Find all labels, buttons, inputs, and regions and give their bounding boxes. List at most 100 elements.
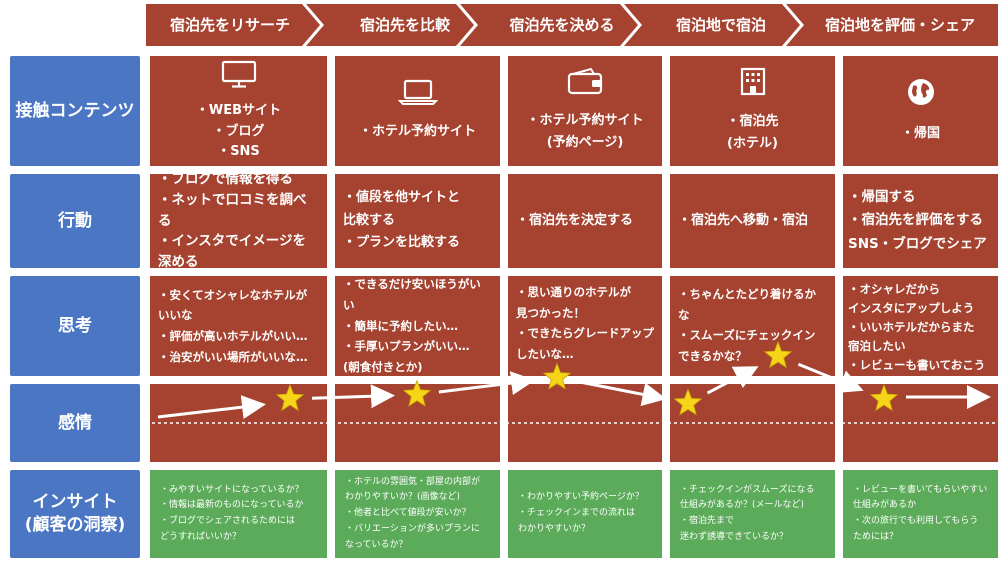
phase-chevron-3: [460, 4, 638, 46]
phase-label-1: 宿泊先をリサーチ: [169, 16, 290, 34]
insight-cell-5: ・レビューを書いてもらいやすい 仕組みがあるか ・次の旅行でも利用してもらう た…: [843, 470, 998, 558]
thinking-line: 宿泊したい: [848, 338, 906, 353]
thinking-line: ・評価が高いホテルがいい…: [158, 329, 308, 343]
insight-line: ・チェックインまでの流れは: [518, 508, 636, 519]
row-header-insight: インサイト (顧客の洞察): [10, 470, 140, 558]
insight-line: わかりやすいか？: [518, 523, 591, 534]
action-cell-5: ・帰国する ・宿泊先を評価をする SNS・ブログでシェア: [843, 174, 998, 268]
action-cell-3: ・宿泊先を決定する: [508, 174, 662, 268]
contact-line: ・ブログ: [212, 123, 265, 139]
action-cell-4: ・宿泊先へ移動・宿泊: [670, 174, 835, 268]
phase-label-4: 宿泊地で宿泊: [675, 16, 766, 34]
contact-line: ・ホテル予約サイト: [526, 112, 644, 128]
emotion-cell-5: [843, 384, 998, 462]
insight-line: ・みやすいサイトになっているか？: [160, 484, 304, 495]
thinking-line: インスタにアップしよう: [848, 300, 975, 315]
insight-line: ・次の旅行でも利用してもらう: [853, 516, 979, 526]
contact-line: (予約ページ): [546, 135, 624, 151]
insight-line: 迷わず誘導できているか？: [680, 531, 789, 542]
row-header-action: 行動: [10, 174, 140, 268]
phase-label-2: 宿泊先を比較: [359, 16, 450, 34]
action-line: ・ネットで口コミを調べる: [158, 191, 307, 229]
phase-chevron-2: [306, 4, 474, 46]
row-header-emotion-label: 感情: [58, 412, 92, 433]
row-header-insight-sublabel: (顧客の洞察): [24, 515, 126, 535]
insight-cell-1: ・みやすいサイトになっているか？ ・情報は最新のものになっているか ・ブログでシ…: [150, 470, 327, 558]
thinking-line: ・治安がいい場所がいいな…: [158, 349, 308, 364]
contact-line: ・帰国: [900, 126, 940, 141]
action-line: ・帰国する: [848, 188, 916, 205]
thinking-line: ・できたらグレードアップ: [516, 326, 654, 341]
contact-line: ・SNS: [217, 143, 260, 159]
action-line: 深める: [158, 254, 199, 271]
row-header-emotion: 感情: [10, 384, 140, 462]
thinking-line: ・スムーズにチェックイン: [678, 328, 816, 343]
contact-cell-4: ・宿泊先 (ホテル): [670, 56, 835, 166]
thinking-cell-4: ・ちゃんとたどり着けるかな ・スムーズにチェックイン できるかな？: [670, 276, 835, 376]
thinking-line: ・いいホテルだからまた: [848, 319, 975, 334]
contact-cell-2: ・ホテル予約サイト: [335, 56, 500, 166]
insight-line: ・ホテルの雰囲気・部屋の内部が: [345, 476, 481, 487]
row-header-thinking-label: 思考: [58, 315, 92, 336]
monitor-icon: [221, 60, 257, 95]
emotion-cell-4: [670, 384, 835, 462]
thinking-cell-3: ・思い通りのホテルが 見つかった！ ・できたらグレードアップ したいな…: [508, 276, 662, 376]
insight-line: わかりやすいか？(画像など): [345, 492, 461, 503]
contact-cell-3: ・ホテル予約サイト (予約ページ): [508, 56, 662, 166]
thinking-line: ・簡単に予約したい…: [343, 318, 458, 333]
phase-chevron-5: [786, 4, 998, 46]
insight-line: ・チェックインがスムーズになる: [680, 484, 815, 495]
insight-line: 仕組みがあるか: [853, 500, 917, 511]
globe-icon: [905, 76, 937, 117]
insight-line: ・わかりやすい予約ページか？: [518, 492, 644, 503]
wallet-icon: [565, 67, 605, 104]
action-line: ・ブログで情報を得る: [158, 170, 293, 187]
contact-cell-5: ・帰国: [843, 56, 998, 166]
contact-line: ・宿泊先: [726, 113, 779, 129]
contact-line: ・WEBサイト: [195, 103, 282, 119]
action-line: 比較する: [343, 212, 396, 228]
action-line: SNS・ブログでシェア: [848, 235, 987, 252]
phase-label-5: 宿泊地を評価・シェア: [824, 16, 975, 34]
thinking-line: したいな…: [516, 347, 574, 362]
thinking-line: ・オシャレだから: [848, 282, 940, 296]
phase-chevron-4: [624, 4, 800, 46]
building-icon: [738, 66, 768, 105]
row-header-contact: 接触コンテンツ: [10, 56, 140, 166]
contact-line: ・ホテル予約サイト: [358, 124, 476, 139]
thinking-line: ・できるだけ安いほうがいい: [343, 277, 481, 312]
contact-cell-1: ・WEBサイト ・ブログ ・SNS: [150, 56, 327, 166]
thinking-cell-2: ・できるだけ安いほうがいい ・簡単に予約したい… ・手厚いプランがいい… (朝食…: [335, 276, 500, 376]
row-header-action-label: 行動: [58, 210, 92, 231]
insight-cell-3: ・わかりやすい予約ページか？ ・チェックインまでの流れは わかりやすいか？: [508, 470, 662, 558]
phase-label-3: 宿泊先を決める: [509, 16, 615, 34]
laptop-icon: [397, 78, 438, 115]
insight-line: ・バリエーションが多いプランに: [345, 523, 480, 534]
action-line: ・値段を他サイトと: [343, 189, 461, 205]
thinking-line: できるかな？: [678, 349, 747, 364]
row-header-contact-label: 接触コンテンツ: [15, 100, 135, 121]
insight-line: どうすればいいか？: [160, 531, 242, 542]
thinking-line: ・思い通りのホテルが: [516, 285, 631, 299]
phase-chevron-bar: [146, 4, 998, 46]
thinking-line: ・手厚いプランがいい…: [343, 339, 470, 354]
action-cell-2: ・値段を他サイトと 比較する ・プランを比較する: [335, 174, 500, 268]
thinking-line: (朝食付きとか): [343, 360, 423, 375]
contact-line: (ホテル): [727, 136, 778, 152]
action-line: ・プランを比較する: [343, 235, 461, 251]
insight-line: ・ブログでシェアされるためには: [160, 516, 296, 526]
insight-line: 仕組みがあるか？(メールなど): [680, 500, 805, 511]
action-line: ・インスタでイメージを: [158, 233, 306, 250]
insight-line: ためには？: [853, 531, 899, 542]
row-header-thinking: 思考: [10, 276, 140, 376]
thinking-line: 見つかった！: [516, 305, 585, 320]
insight-cell-4: ・チェックインがスムーズになる 仕組みがあるか？(メールなど) ・宿泊先まで 迷…: [670, 470, 835, 558]
insight-line: ・情報は最新のものになっているか: [160, 500, 304, 511]
thinking-cell-1: ・安くてオシャレなホテルが いいな ・評価が高いホテルがいい… ・治安がいい場所…: [150, 276, 327, 376]
insight-line: ・宿泊先まで: [680, 516, 735, 526]
emotion-cell-1: [150, 384, 327, 462]
phase-chevron-1: [146, 4, 320, 46]
thinking-line: ・ちゃんとたどり着けるかな: [678, 287, 816, 322]
emotion-cell-2: [335, 384, 500, 462]
insight-line: ・レビューを書いてもらいやすい: [853, 484, 988, 495]
